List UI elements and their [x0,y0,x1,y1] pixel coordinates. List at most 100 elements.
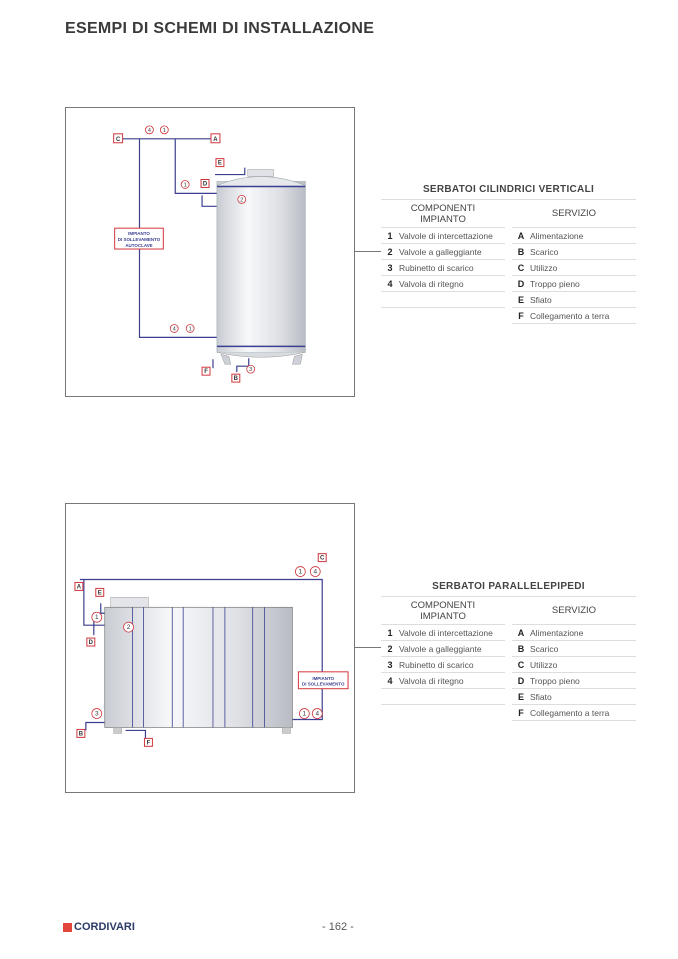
valve-label: 3 [95,711,99,718]
row-label: Valvola di ritegno [399,278,464,289]
valve-label: 4 [148,128,151,134]
valve-label: 1 [299,569,303,576]
row-label: Valvole di intercettazione [399,627,493,638]
row-label: Scarico [530,246,559,257]
table-row: 1 Valvole di intercettazione [381,625,505,641]
brand-logo: CORDIVARI [63,921,135,933]
impianto-label-2: DI SOLLEVAMENTO [118,237,161,242]
row-key: 3 [387,262,393,273]
table-row: 4 Valvola di ritegno [381,276,505,292]
valve-label: 4 [313,569,317,576]
row-key: E [517,294,524,305]
page-title: ESEMPI DI SCHEMI DI INSTALLAZIONE [65,20,375,37]
table-row: 1 Valvole di intercettazione [381,228,505,244]
vertical-tank-diagram: C A E D F B IMPIANTO DI SOLLEVAMENTO AUT… [65,107,355,397]
table-row: 3 Rubinetto di scarico [381,260,505,276]
label-b: B [234,376,239,382]
table-row: 3 Rubinetto di scarico [381,657,505,673]
table-row: D Troppo pieno [512,276,636,292]
row-label: Valvole di intercettazione [399,230,493,241]
table-row-empty [381,689,505,705]
impianto-label-1: IMPIANTO [312,676,334,681]
valve-label: 1 [163,128,166,134]
valve-label: 1 [95,614,99,621]
row-label: Valvole a galleggiante [399,246,482,257]
rectangular-tank-diagram: C A E D B F IMPIANTO DI SOLLEVAMENTO 1 4… [65,503,355,793]
row-key: A [517,627,525,638]
table-vertical-tanks: SERBATOI CILINDRICI VERTICALI COMPONENTI… [381,184,636,324]
table-row: E Sfiato [512,292,636,308]
row-key: 4 [387,278,393,289]
row-key: 1 [387,230,393,241]
impianto-label-3: AUTOCLAVE [125,243,152,248]
row-label: Rubinetto di scarico [399,262,474,273]
row-key: 2 [387,246,393,257]
table-row: F Collegamento a terra [512,705,636,721]
table-row: 4 Valvola di ritegno [381,673,505,689]
table-row: 2 Valvole a galleggiante [381,244,505,260]
label-a: A [213,137,218,143]
label-b: B [79,731,84,737]
row-key: 4 [387,675,393,686]
table-row: F Collegamento a terra [512,308,636,324]
label-c: C [320,556,325,562]
table-title: SERBATOI CILINDRICI VERTICALI [381,184,636,200]
connector-line [355,647,381,648]
impianto-label-2: DI SOLLEVAMENTO [302,682,345,687]
table-row: A Alimentazione [512,625,636,641]
row-label: Utilizzo [530,659,558,670]
logo-mark-icon [63,922,72,932]
label-c: C [116,137,121,143]
col-header-components: COMPONENTI IMPIANTO [381,200,505,228]
row-key: D [517,278,525,289]
row-label: Utilizzo [530,262,558,273]
row-key: F [518,310,524,321]
row-label: Rubinetto di scarico [399,659,474,670]
row-label: Alimentazione [530,627,584,638]
label-e: E [218,161,222,167]
row-label: Scarico [530,643,559,654]
col-header-components: COMPONENTI IMPIANTO [381,597,505,625]
row-key: 3 [387,659,393,670]
table-rectangular-tanks: SERBATOI PARALLELEPIPEDI COMPONENTI IMPI… [381,581,636,721]
row-key: F [518,707,524,718]
valve-label: 1 [189,326,192,332]
row-key: B [517,643,525,654]
connector-line [355,251,381,252]
row-label: Valvola di ritegno [399,675,464,686]
table-row-empty [381,292,505,308]
label-f: F [204,369,208,375]
row-label: Collegamento a terra [530,707,610,718]
label-a: A [77,584,82,590]
brand-name: CORDIVARI [74,921,135,933]
valve-label: 4 [173,326,176,332]
valve-label: 1 [184,182,187,188]
table-row: B Scarico [512,244,636,260]
valve-label: 3 [249,367,252,373]
valve-label: 2 [240,197,243,203]
col-header-service: SERVIZIO [512,200,636,228]
row-label: Valvole a galleggiante [399,643,482,654]
row-key: 1 [387,627,393,638]
table-row: B Scarico [512,641,636,657]
valve-label: 4 [315,711,319,718]
valve-label: 2 [127,624,131,631]
row-key: B [517,246,525,257]
row-key: C [517,262,525,273]
row-key: A [517,230,525,241]
row-key: 2 [387,643,393,654]
row-key: D [517,675,525,686]
col-header-service: SERVIZIO [512,597,636,625]
label-f: F [147,740,151,746]
row-label: Sfiato [530,294,552,305]
label-d: D [89,640,94,646]
impianto-label-1: IMPIANTO [128,231,150,236]
row-label: Troppo pieno [530,278,580,289]
table-row: 2 Valvole a galleggiante [381,641,505,657]
row-label: Collegamento a terra [530,310,610,321]
row-label: Sfiato [530,691,552,702]
